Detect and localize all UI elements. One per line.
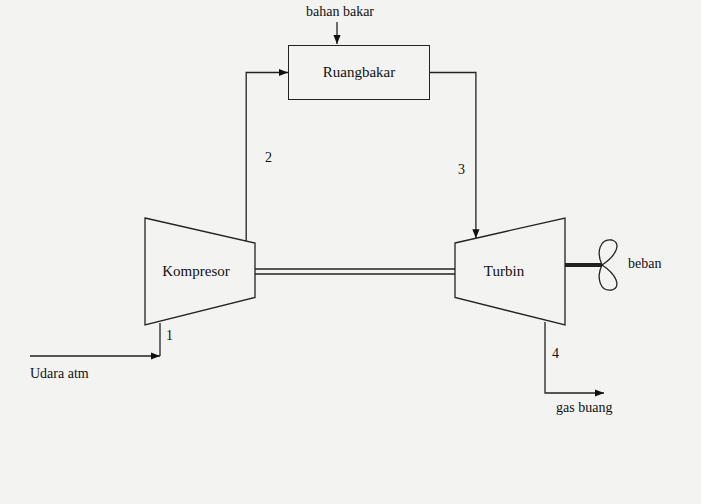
turbine-shape: Turbin [455, 218, 565, 325]
flow-line [430, 73, 476, 239]
propeller-blade [599, 240, 617, 265]
combustion-chamber-box: Ruangbakar [288, 45, 430, 100]
exhaust-label: gas buang [556, 400, 612, 415]
compressor-shape: Kompresor [145, 218, 255, 325]
load-shaft [565, 263, 602, 267]
propeller-blade [599, 265, 617, 290]
air-inlet-riser [159, 323, 160, 356]
station-number: 2 [265, 150, 272, 165]
station-number: 4 [552, 346, 559, 361]
fuel-label: bahan bakar [306, 4, 374, 19]
node-text: Ruangbakar [323, 64, 395, 81]
shaft-line [255, 268, 455, 269]
node-text: Kompresor [162, 263, 238, 280]
shaft-line [255, 273, 455, 274]
flow-connector [430, 73, 476, 239]
fuel-line [336, 22, 337, 44]
shaft-connector [255, 269, 455, 274]
air-inlet-label: Udara atm [30, 366, 89, 381]
node-text: Turbin [484, 263, 536, 280]
flow-line [246, 73, 288, 242]
station-number: 3 [458, 162, 465, 177]
station-number: 1 [166, 328, 173, 343]
exhaust-line [545, 322, 604, 393]
load-label: beban [628, 256, 661, 271]
flow-connector [246, 73, 288, 242]
air-inlet-line [30, 355, 160, 356]
